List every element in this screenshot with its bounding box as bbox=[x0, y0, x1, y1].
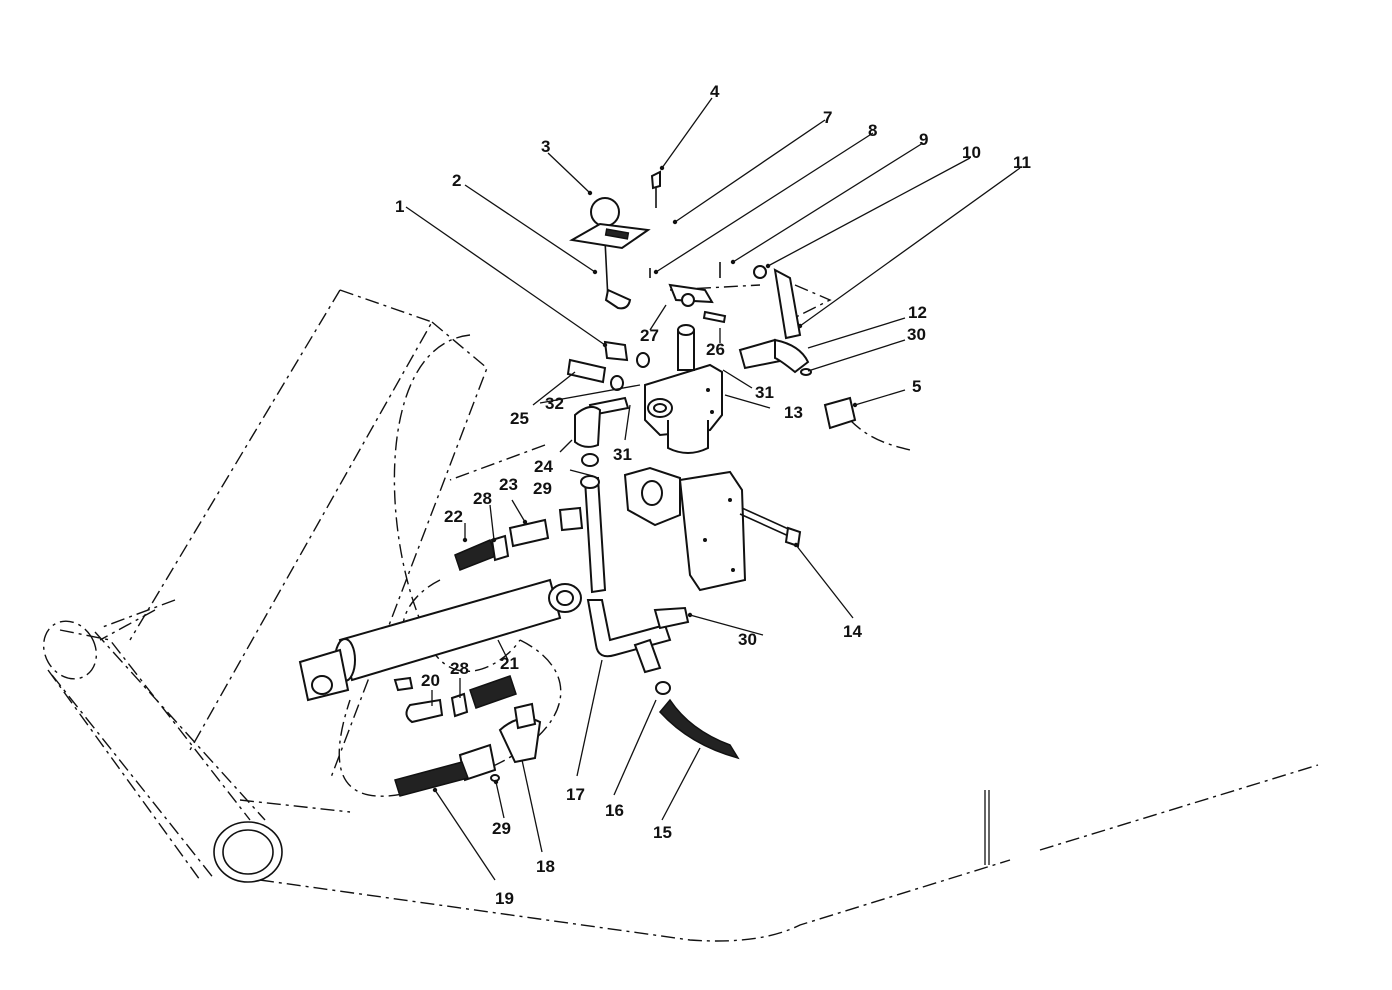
callout-2: 2 bbox=[452, 171, 461, 190]
callout-31-right: 31 bbox=[755, 383, 774, 402]
callout-21: 21 bbox=[500, 654, 519, 673]
callout-29-lower: 29 bbox=[492, 819, 511, 838]
callout-12: 12 bbox=[908, 303, 927, 322]
leader-lines bbox=[405, 97, 1021, 881]
callout-1: 1 bbox=[395, 197, 404, 216]
callout-22: 22 bbox=[444, 507, 463, 526]
callout-5: 5 bbox=[912, 377, 921, 396]
callout-20: 20 bbox=[421, 671, 440, 690]
callout-32: 32 bbox=[545, 394, 564, 413]
callout-9: 9 bbox=[919, 130, 928, 149]
callout-25: 25 bbox=[510, 409, 529, 428]
callout-27: 27 bbox=[640, 326, 659, 345]
callout-4: 4 bbox=[710, 82, 720, 101]
callout-16: 16 bbox=[605, 801, 624, 820]
callout-14: 14 bbox=[843, 622, 862, 641]
callout-28-upper: 28 bbox=[473, 489, 492, 508]
callout-28-lower: 28 bbox=[450, 659, 469, 678]
control-valve bbox=[644, 324, 723, 454]
callout-13: 13 bbox=[784, 403, 803, 422]
callout-30-lower: 30 bbox=[738, 630, 757, 649]
control-lever-assembly bbox=[569, 170, 802, 340]
callout-23: 23 bbox=[499, 475, 518, 494]
valve-fittings bbox=[566, 338, 857, 448]
mounting-bracket bbox=[623, 466, 802, 592]
hydraulic-tubes bbox=[558, 453, 740, 760]
callout-15: 15 bbox=[653, 823, 672, 842]
callout-18: 18 bbox=[536, 857, 555, 876]
callout-8: 8 bbox=[868, 121, 877, 140]
callout-31-lower: 31 bbox=[613, 445, 632, 464]
callout-24: 24 bbox=[534, 457, 553, 476]
frame-outline bbox=[42, 284, 1319, 942]
callout-19: 19 bbox=[495, 889, 514, 908]
callout-7: 7 bbox=[823, 108, 832, 127]
callout-10: 10 bbox=[962, 143, 981, 162]
callout-17: 17 bbox=[566, 785, 585, 804]
hydraulic-cylinder bbox=[298, 578, 582, 702]
callout-labels: 1 2 3 4 5 7 8 9 10 11 12 13 14 15 16 17 … bbox=[395, 82, 1031, 908]
callout-29-upper: 29 bbox=[533, 479, 552, 498]
leader-dots bbox=[432, 165, 858, 793]
callout-30-upper: 30 bbox=[907, 325, 926, 344]
callout-26: 26 bbox=[706, 340, 725, 359]
callout-11: 11 bbox=[1013, 153, 1031, 172]
callout-3: 3 bbox=[541, 137, 550, 156]
